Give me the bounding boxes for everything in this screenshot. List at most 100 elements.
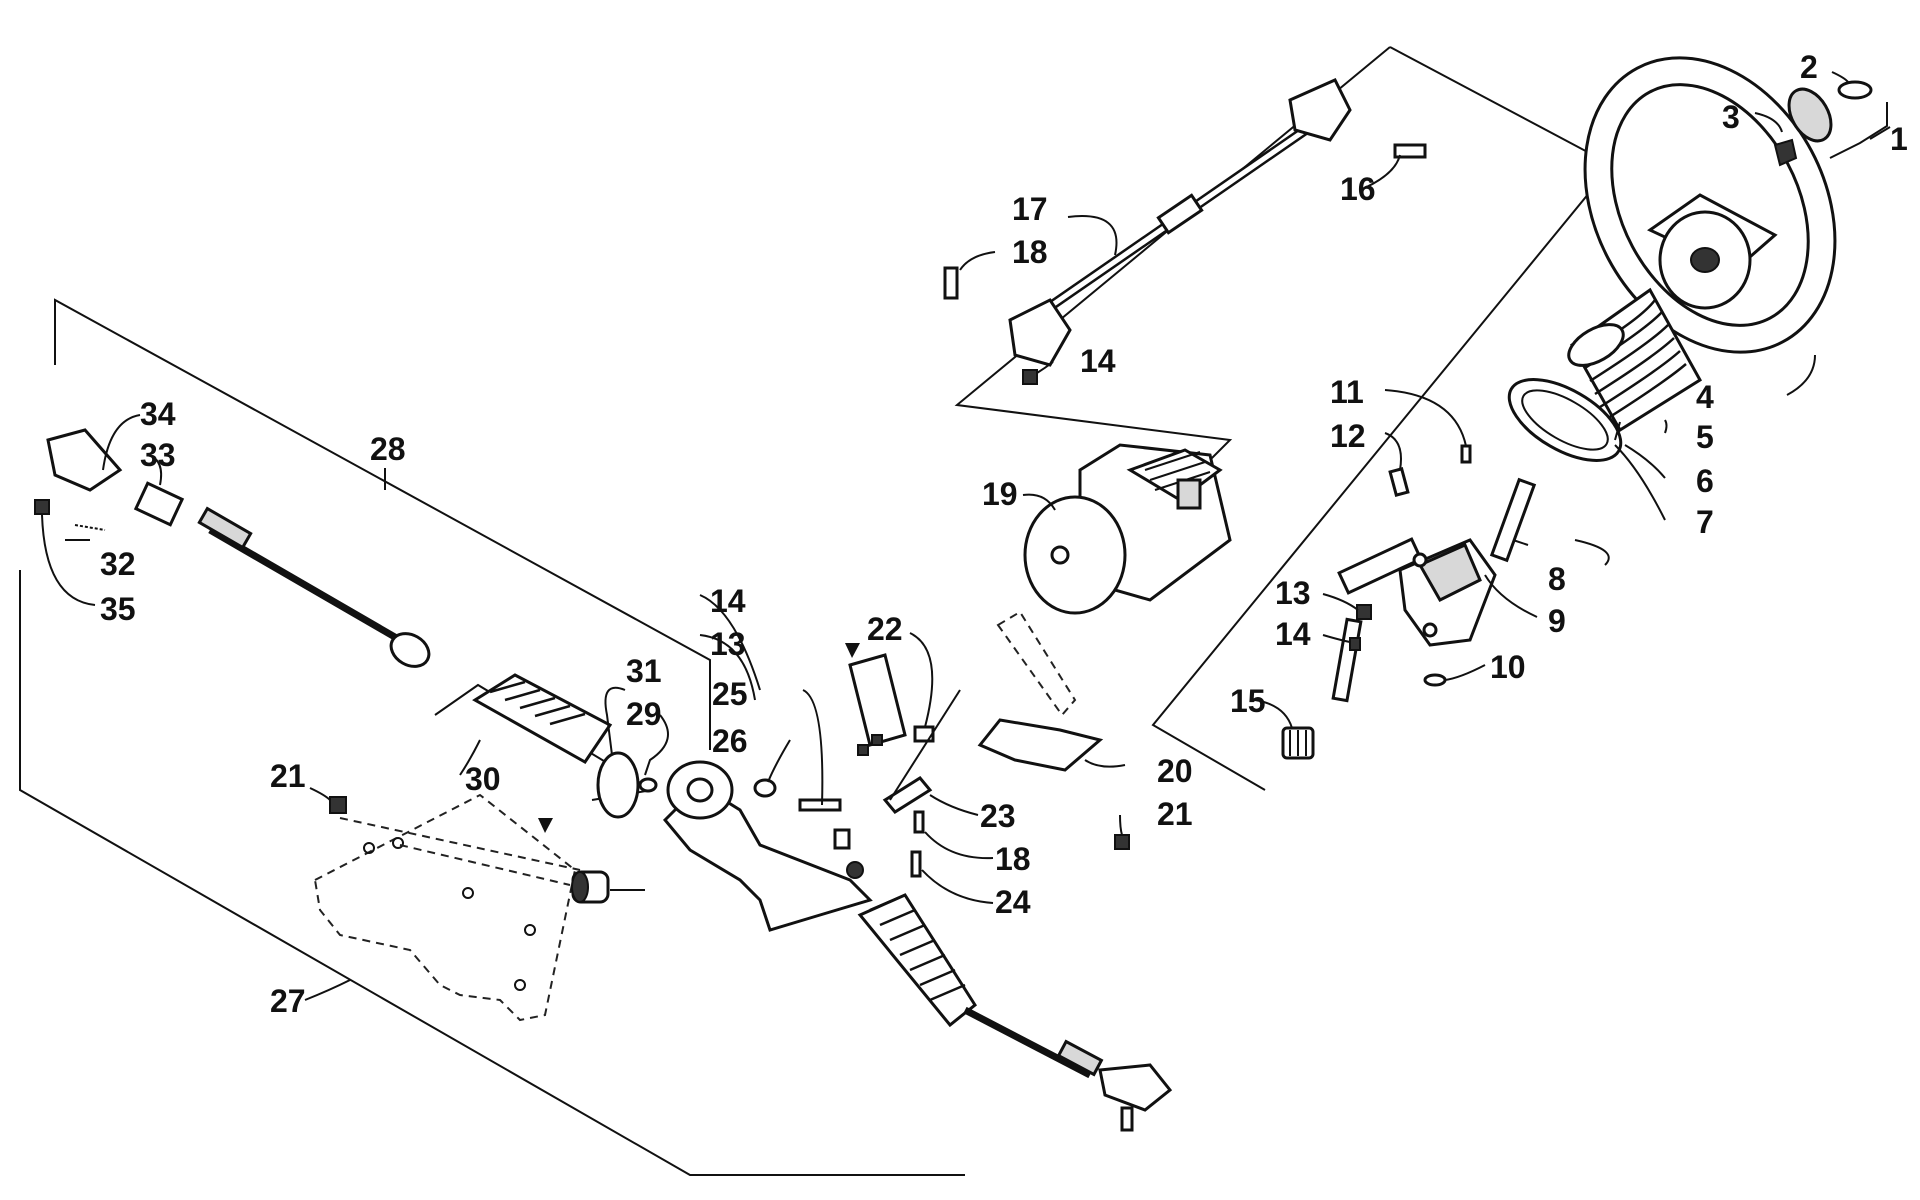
intermediate-shaft[interactable] [943, 78, 1427, 385]
rack-bushing[interactable] [571, 870, 610, 904]
bolt-21-left[interactable] [329, 796, 347, 814]
leader-19 [1022, 493, 1056, 511]
column-group-frame [1151, 46, 1614, 791]
pin[interactable] [1614, 421, 1621, 441]
callout-30: 30 [465, 761, 501, 797]
callout-20: 20 [1157, 753, 1193, 789]
frame-hole [392, 837, 404, 849]
bracket-arm [848, 653, 907, 747]
cotter-pin-32 [74, 524, 106, 531]
callout-31: 31 [626, 653, 662, 689]
nut-14-lower [871, 734, 883, 746]
leader-26 [767, 739, 791, 783]
leader-31 [604, 686, 626, 756]
bolt-25 [798, 798, 842, 812]
boot-rib [519, 696, 556, 710]
leader-11 [1384, 389, 1467, 447]
frame-bolt-line [399, 844, 571, 886]
shaft-sleeve [1156, 193, 1204, 235]
arrow-marker-upper [845, 643, 860, 658]
arrow-marker-lower [538, 818, 553, 833]
inner-tie-rod[interactable] [197, 506, 434, 673]
callout-4: 4 [1696, 379, 1714, 415]
bellows-rib [1589, 324, 1669, 383]
bolt-22 [913, 725, 935, 743]
leader-17 [1067, 215, 1118, 256]
bolt-12 [1388, 467, 1410, 497]
nut-14-upper [1022, 369, 1038, 385]
steering-column[interactable] [1331, 477, 1537, 703]
clamp-assembly[interactable] [857, 689, 961, 878]
shaft-center-line [889, 689, 961, 801]
leader-16 [1359, 154, 1401, 191]
leader-30 [459, 739, 481, 776]
rack-body [662, 783, 873, 932]
lower-u-joint [1008, 298, 1072, 367]
leader-7 [1614, 444, 1666, 521]
callout-11: 11 [1330, 374, 1364, 410]
inner-rod-joint [389, 632, 431, 668]
pinion-bolt [833, 828, 851, 850]
frame-outline [313, 793, 577, 1022]
rack-end-bore [686, 777, 714, 803]
frame-hole [462, 887, 474, 899]
callout-13b-left: 14 [1275, 616, 1311, 652]
lower-coupler[interactable] [1281, 726, 1315, 760]
boot-rib [879, 908, 916, 927]
leader-14a [1322, 634, 1351, 643]
mounting-bracket[interactable] [848, 610, 1104, 772]
callout-32: 32 [100, 546, 136, 582]
steering-wheel[interactable] [1536, 14, 1885, 396]
callout-3: 3 [1722, 99, 1740, 135]
callout-13a: 13 [1275, 575, 1311, 611]
wheel-nut [1773, 138, 1798, 167]
rack-housing[interactable] [662, 760, 873, 932]
leader-10 [1444, 664, 1486, 681]
upper-u-joint [1288, 78, 1352, 142]
seal-ring[interactable] [1496, 363, 1633, 477]
leader-22 [909, 632, 934, 728]
boot-rib [504, 688, 541, 702]
rack-fasteners[interactable] [753, 778, 842, 812]
tie-rod-end-left[interactable] [34, 428, 185, 531]
rack-group-frame [54, 298, 711, 750]
leader-21b [1119, 814, 1123, 836]
bellows-rib [1594, 337, 1675, 396]
leader-27 [304, 979, 351, 1001]
eps-connector [1176, 478, 1202, 510]
callout-14-lower: 14 [710, 583, 746, 619]
leader-33 [147, 454, 163, 486]
rack-pinion-group-frame [19, 570, 965, 1176]
frame-hole [514, 979, 526, 991]
rack-boot-upper[interactable] [472, 673, 658, 819]
leader-2 [1831, 71, 1849, 83]
column-bellows[interactable] [1562, 287, 1703, 433]
leader-25 [802, 689, 824, 806]
jam-nut-33 [133, 481, 185, 527]
rack-boot-lower[interactable] [857, 893, 977, 1028]
tie-rod-right[interactable] [963, 1006, 1173, 1132]
eps-motor[interactable] [1023, 443, 1232, 615]
column-fasteners[interactable] [1349, 444, 1529, 687]
bracket-dashed-arm [996, 610, 1077, 717]
bolt-11 [1460, 444, 1472, 464]
eps-bolt [1050, 545, 1070, 565]
boot-rib [889, 923, 926, 942]
callout-1: 1 [1890, 121, 1908, 157]
leader-15 [1254, 699, 1293, 729]
eps-motor-cover [1023, 495, 1127, 615]
bolt-18-upper [943, 266, 959, 300]
nut-13 [1356, 604, 1372, 620]
callout-25: 25 [712, 676, 748, 712]
leader-20 [1084, 759, 1126, 768]
steering-wheel-cap[interactable] [1773, 80, 1873, 167]
bellows-rib [1604, 363, 1687, 422]
callout-13-lower: 13 [710, 626, 746, 662]
boot-rib [534, 704, 571, 718]
bellows-top [1567, 323, 1625, 367]
column-bolt-head [1412, 552, 1428, 568]
frame-hole [363, 842, 375, 854]
callout-10: 10 [1490, 649, 1526, 685]
seal-ring-outer [1507, 378, 1623, 462]
